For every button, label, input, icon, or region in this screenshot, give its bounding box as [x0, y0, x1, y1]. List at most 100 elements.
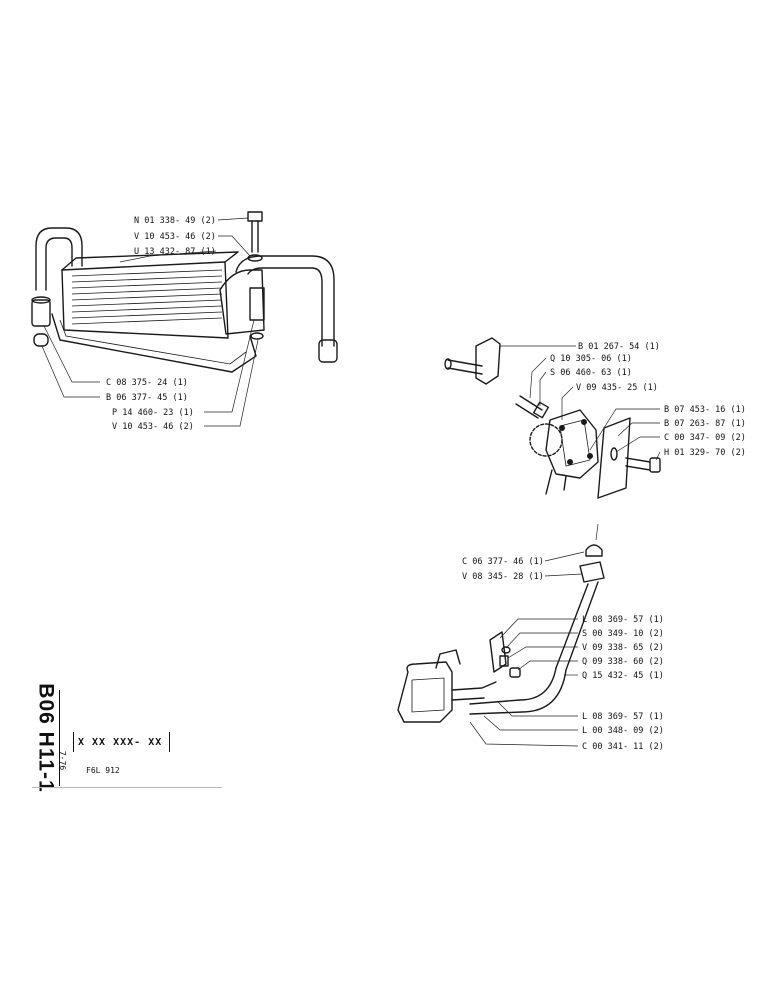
leader-h01329: [655, 451, 661, 461]
cooler-top-face: [61, 251, 239, 271]
cooler-outlet-pipe-end: [318, 339, 338, 363]
pump-bolt-3: [567, 459, 573, 465]
leader-q09338: [517, 660, 578, 671]
pump-bolt-1: [559, 425, 565, 431]
cooler-left-bend-pipe: [35, 227, 83, 291]
cooler-outlet-pipe-inner: [247, 267, 323, 347]
label-v10453a: V 10 453- 46 (2): [134, 232, 216, 242]
leader-c00341: [469, 721, 579, 747]
label-b06377: B 06 377- 45 (1): [106, 393, 188, 403]
part-number-mask: X XX XXX- XX: [78, 737, 163, 748]
leader-b07453: [589, 408, 660, 451]
label-p14460: P 14 460- 23 (1): [112, 408, 194, 418]
cooler-core: [61, 261, 229, 339]
pipe-riser: [555, 581, 599, 671]
cooler-bolt-shank: [251, 220, 259, 253]
cooler-washer-top: [247, 254, 263, 262]
label-v09435: V 09 435- 25 (1): [576, 383, 658, 393]
pump-washer: [610, 447, 618, 461]
pump-drive-shaft: [515, 395, 543, 419]
label-s00349: S 00 349- 10 (2): [582, 629, 664, 639]
label-n01338: N 01 338- 49 (2): [134, 216, 216, 226]
cooler-plug: [33, 333, 49, 347]
sheet-code-text: B06 H11-1: [35, 683, 58, 793]
pipe-bracket: [489, 631, 507, 673]
pump-bolt-head: [649, 457, 661, 473]
cooler-fins: [71, 269, 223, 325]
pump-labels: B 01 267- 54 (1) Q 10 305- 06 (1) S 06 4…: [550, 342, 746, 458]
part-number-box: [73, 732, 170, 752]
leader-n01338: [217, 217, 249, 221]
cooler-base-frame: [51, 313, 257, 373]
leader-v09338: [507, 646, 578, 659]
pipe-union: [579, 561, 605, 583]
pump-gasket: [597, 417, 631, 499]
leader-s00349: [505, 632, 578, 649]
leader-c08375: [43, 325, 100, 383]
leader-c06377: [544, 551, 585, 562]
label-c00347: C 00 347- 09 (2): [664, 433, 746, 443]
pump-bracket-plate: [475, 337, 501, 385]
title-block-rule: [32, 787, 222, 788]
label-b07453: B 07 453- 16 (1): [664, 405, 746, 415]
leader-u13432: [119, 250, 217, 263]
leader-p14460: [204, 319, 255, 413]
pipe-labels: C 06 377- 46 (1) V 08 345- 28 (1) L 08 3…: [462, 557, 664, 752]
label-c08375: C 08 375- 24 (1): [106, 378, 188, 388]
pipe-assembly: [397, 523, 605, 747]
pump-bolt-shank: [625, 457, 651, 471]
label-l00348: L 00 348- 09 (2): [582, 726, 664, 736]
leader-l08369a: [499, 618, 578, 639]
pump-bracket-rod: [447, 359, 483, 375]
leader-l00348: [483, 715, 578, 731]
label-c00341: C 00 341- 11 (2): [582, 742, 664, 752]
pipe-flange-block: [397, 661, 453, 723]
cooler-washer-bottom: [250, 332, 264, 340]
label-c06377: C 06 377- 46 (1): [462, 557, 544, 567]
pump-lower-body: [545, 469, 567, 495]
leader-s06460: [539, 371, 547, 406]
label-s06460: S 06 460- 63 (1): [550, 368, 632, 378]
oil-cooler-assembly: [31, 211, 338, 427]
leader-l08369b: [497, 701, 578, 717]
label-v09338: V 09 338- 65 (2): [582, 643, 664, 653]
cooler-spacer-sleeve: [249, 287, 265, 321]
pipe-top-stub: [595, 523, 599, 541]
leader-v08345: [544, 573, 583, 577]
pump-bolt-2: [581, 419, 587, 425]
label-b01267: B 01 267- 54 (1): [578, 342, 660, 352]
pump-assembly: [444, 337, 661, 499]
pump-housing-detail: [559, 419, 591, 467]
pipe-seal-ring: [509, 667, 521, 678]
pipe-branch: [451, 681, 497, 701]
leader-q10305: [529, 357, 547, 399]
label-v08345: V 08 345- 28 (1): [462, 572, 544, 582]
pump-bolt-4: [587, 453, 593, 459]
title-block-divider: [59, 690, 60, 786]
label-b07263: B 07 263- 87 (1): [664, 419, 746, 429]
pipe-lower-bend: [469, 667, 567, 715]
label-h01329: H 01 329- 70 (2): [664, 448, 746, 458]
leader-b07263: [617, 422, 660, 437]
cooler-left-bend-pipe-inner: [45, 237, 73, 291]
label-l08369a: L 08 369- 57 (1): [582, 615, 664, 625]
label-q15432: Q 15 432- 45 (1): [582, 671, 664, 681]
sheet-date-text: 7-76: [58, 750, 68, 770]
sheet-date: 7-76: [56, 740, 70, 780]
cooler-outlet-pipe: [235, 255, 335, 347]
leader-v10453a: [218, 235, 251, 257]
cooler-base-frame-inner: [59, 319, 247, 365]
leader-c00347: [615, 436, 660, 453]
label-l08369b: L 08 369- 57 (1): [582, 712, 664, 722]
label-v10453b: V 10 453- 46 (2): [112, 422, 194, 432]
pipe-screw: [499, 655, 509, 667]
pipe-flange-block-inner: [411, 677, 445, 713]
cooler-union-nut: [31, 299, 51, 327]
pump-rod-end: [444, 358, 452, 370]
pump-housing: [545, 409, 599, 479]
engine-model: F6L 912: [86, 766, 120, 775]
pump-shaft-nut: [532, 401, 550, 419]
cooler-bolt-head: [247, 211, 263, 222]
leader-v09435: [561, 386, 574, 420]
